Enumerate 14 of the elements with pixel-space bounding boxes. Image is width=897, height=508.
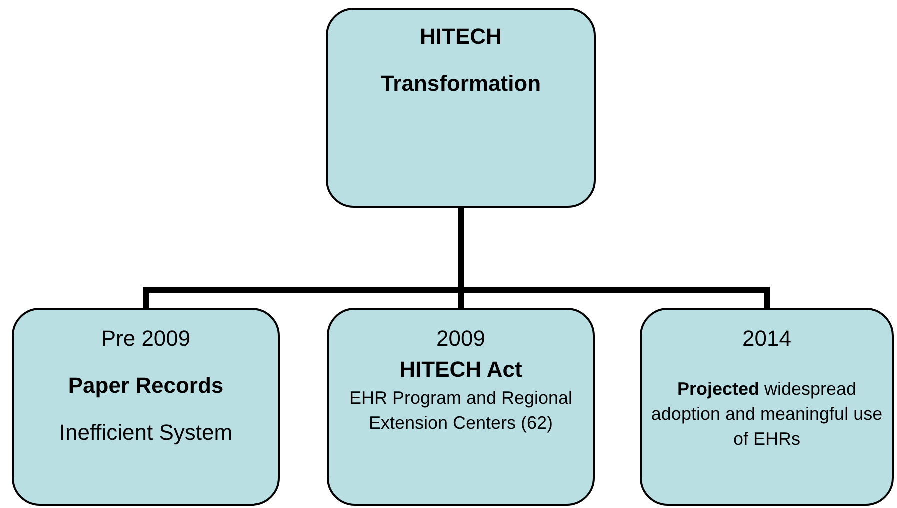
box-text: EHR Program and Regional Extension Centers (62) [348,386,574,435]
box-text: Paper Records [68,372,224,400]
box-text: HITECH Act [400,356,522,384]
box-text: Pre 2009 [101,325,191,353]
box-text: Projected widespread adoption and meaningful use of EHRs [650,378,884,452]
box-text: Inefficient System [59,418,233,447]
box-text: Transformation [380,70,542,98]
rounded-box [640,308,894,506]
box-text: HITECH [420,23,502,51]
box-text: 2009 [436,325,486,353]
rounded-box [326,8,596,208]
rounded-box [327,308,595,506]
box-text: 2014 [742,325,792,353]
rounded-box [12,308,280,506]
